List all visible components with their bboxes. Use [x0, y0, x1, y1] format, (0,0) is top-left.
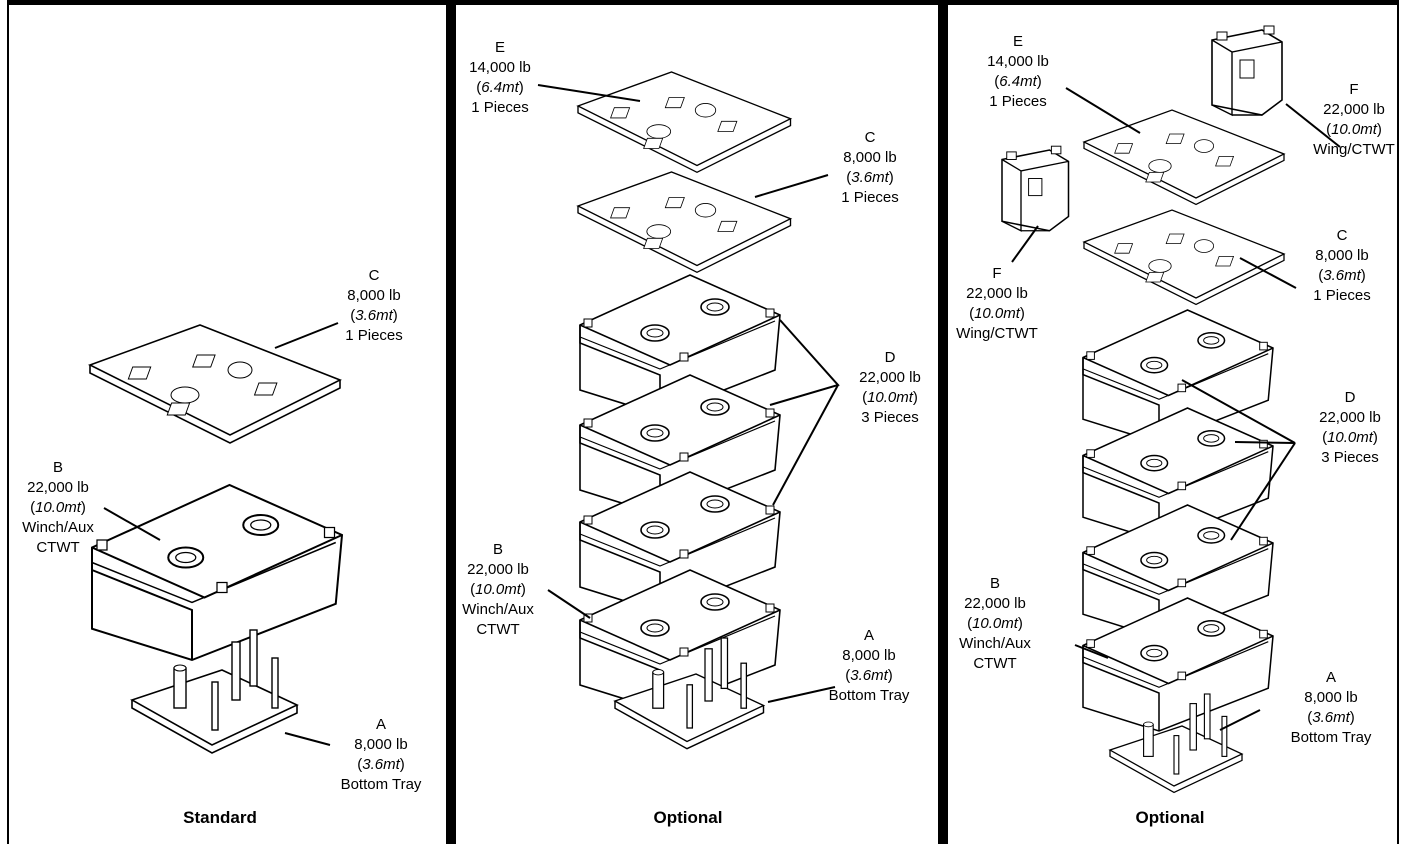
panel2-leaders: [537, 84, 840, 703]
panel1-label-b: B 22,000 lb (10.0mt) Winch/Aux CTWT: [22, 459, 94, 556]
panel1-title: Standard: [183, 808, 257, 827]
panel1-label-a: A 8,000 lb (3.6mt) Bottom Tray: [340, 716, 422, 793]
panel3-label-a: A 8,000 lb (3.6mt) Bottom Tray: [1290, 669, 1372, 746]
panel3-drawings: [1001, 25, 1285, 794]
panel2-label-a: A 8,000 lb (3.6mt) Bottom Tray: [828, 627, 910, 704]
top-border: [7, 0, 1399, 5]
panel3-label-c: C 8,000 lb (3.6mt) 1 Pieces: [1313, 227, 1371, 304]
panel2-drawings: [577, 71, 792, 750]
panel-divider-2: [938, 0, 948, 844]
panel3-title: Optional: [1135, 808, 1205, 827]
panel2-label-d: D 22,000 lb (10.0mt) 3 Pieces: [859, 349, 921, 426]
panel3-label-d: D 22,000 lb (10.0mt) 3 Pieces: [1319, 389, 1381, 466]
panel-divider-1: [446, 0, 456, 844]
right-border: [1397, 0, 1399, 844]
panel1-drawings: [89, 324, 343, 754]
panel2-label-c: C 8,000 lb (3.6mt) 1 Pieces: [841, 129, 899, 206]
left-border: [7, 0, 9, 844]
panel2-label-b: B 22,000 lb (10.0mt) Winch/Aux CTWT: [462, 541, 534, 638]
panel2-title: Optional: [653, 808, 723, 827]
panel2-label-e: E 14,000 lb (6.4mt) 1 Pieces: [469, 39, 531, 116]
panel3-leaders: [1011, 87, 1341, 731]
panel3-label-f-right: F 22,000 lb (10.0mt) Wing/CTWT: [1313, 81, 1395, 158]
panel1-label-c: C 8,000 lb (3.6mt) 1 Pieces: [345, 267, 403, 344]
panel1-leaders: [103, 322, 339, 746]
panel3-label-f-left: F 22,000 lb (10.0mt) Wing/CTWT: [956, 265, 1038, 342]
panel3-label-e: E 14,000 lb (6.4mt) 1 Pieces: [987, 33, 1049, 110]
panel3-label-b: B 22,000 lb (10.0mt) Winch/Aux CTWT: [959, 575, 1031, 672]
